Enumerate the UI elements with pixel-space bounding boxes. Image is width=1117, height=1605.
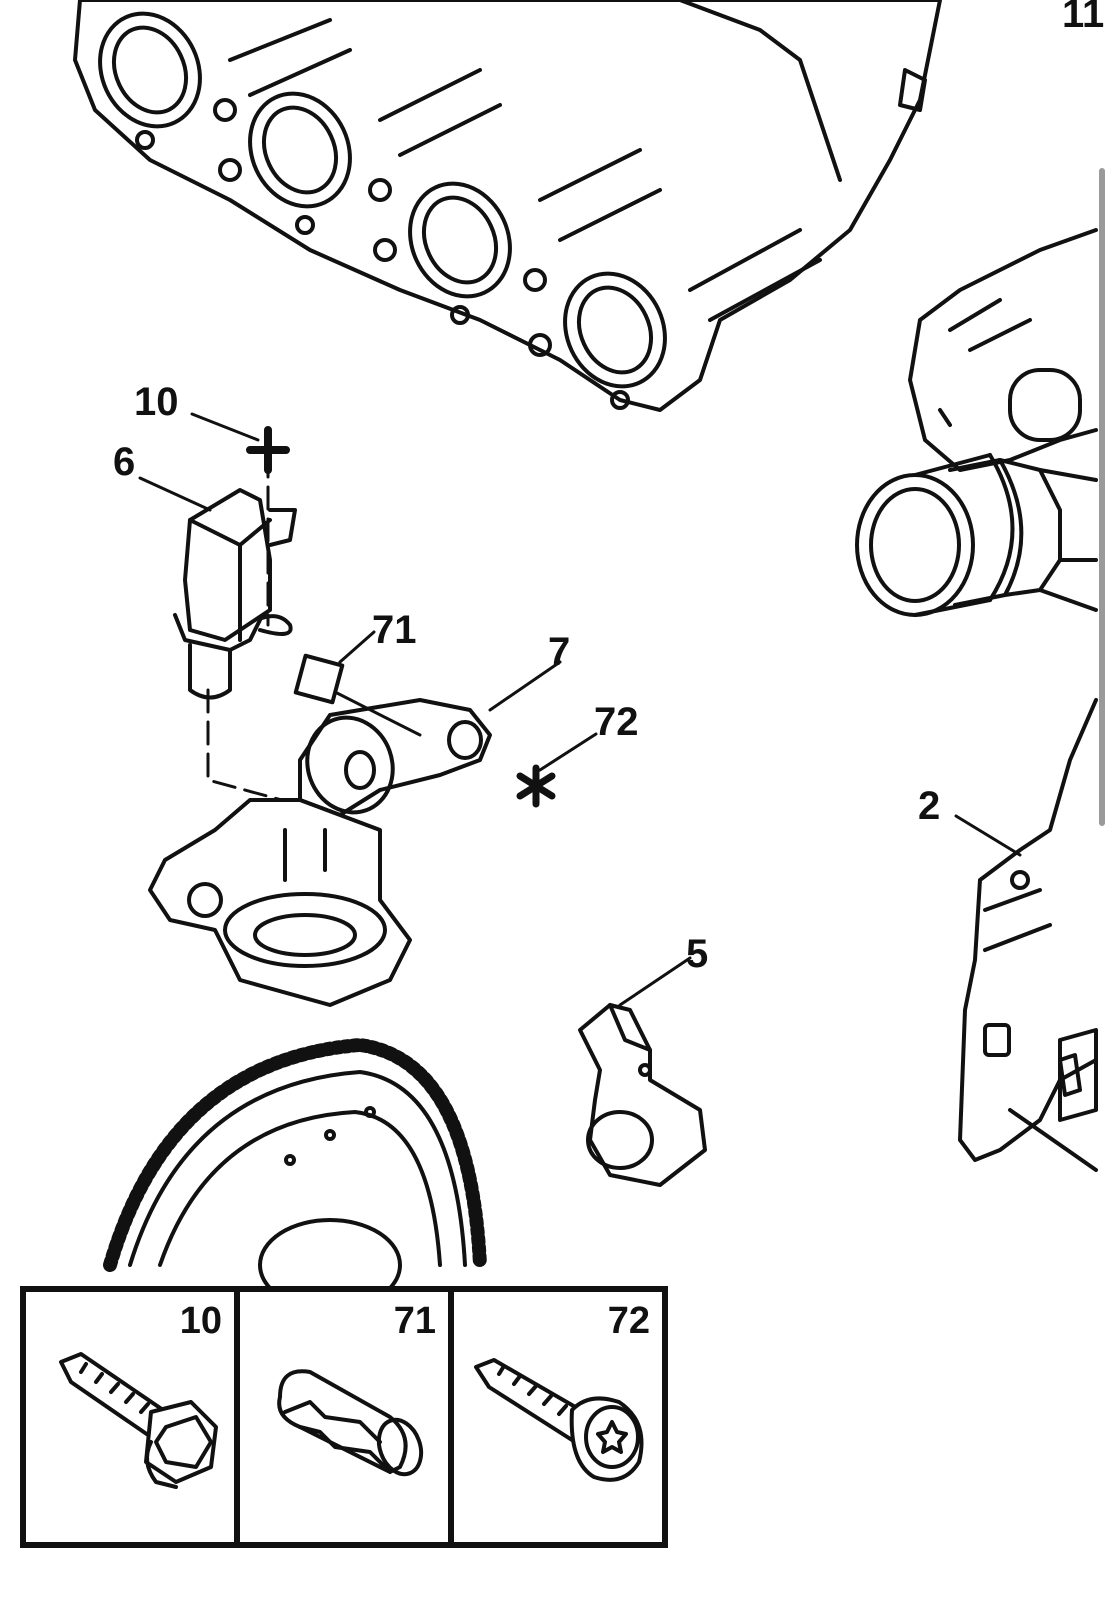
legend-number: 10	[179, 1300, 222, 1342]
fastener-marker-star	[516, 764, 556, 808]
flywheel-illustration	[103, 1038, 487, 1312]
leader-lines	[138, 412, 1022, 1007]
callout-11: 11	[1062, 0, 1105, 36]
legend-number: 71	[393, 1300, 436, 1342]
legend-number: 72	[607, 1300, 650, 1342]
throttle-body-illustration	[855, 228, 1098, 617]
callout-72: 72	[594, 700, 639, 744]
intake-manifold-illustration	[73, 0, 942, 412]
callout-7: 7	[548, 630, 571, 674]
sensor-bracket-illustration	[148, 698, 492, 1007]
torx-screw-icon	[474, 1358, 644, 1482]
callout-5: 5	[686, 932, 709, 976]
legend-cell-72: 72	[454, 1292, 662, 1542]
sensor-illustration	[173, 488, 297, 700]
hex-bolt-icon	[59, 1352, 218, 1489]
fastener-marker-plus	[246, 426, 290, 474]
vertical-scrollbar[interactable]	[1099, 168, 1105, 826]
legend-cell-71: 71	[240, 1292, 454, 1542]
sleeve-marker	[293, 653, 345, 705]
callout-10: 10	[134, 380, 179, 424]
bracket-illustration	[958, 698, 1098, 1172]
split-sleeve-icon	[277, 1369, 424, 1477]
legend-cell-10: 10	[26, 1292, 240, 1542]
callout-71: 71	[372, 608, 417, 652]
fastener-legend-table: 10 71 72	[20, 1286, 668, 1548]
callout-6: 6	[113, 440, 136, 484]
clip-illustration	[578, 1003, 707, 1187]
callout-2: 2	[918, 784, 941, 828]
